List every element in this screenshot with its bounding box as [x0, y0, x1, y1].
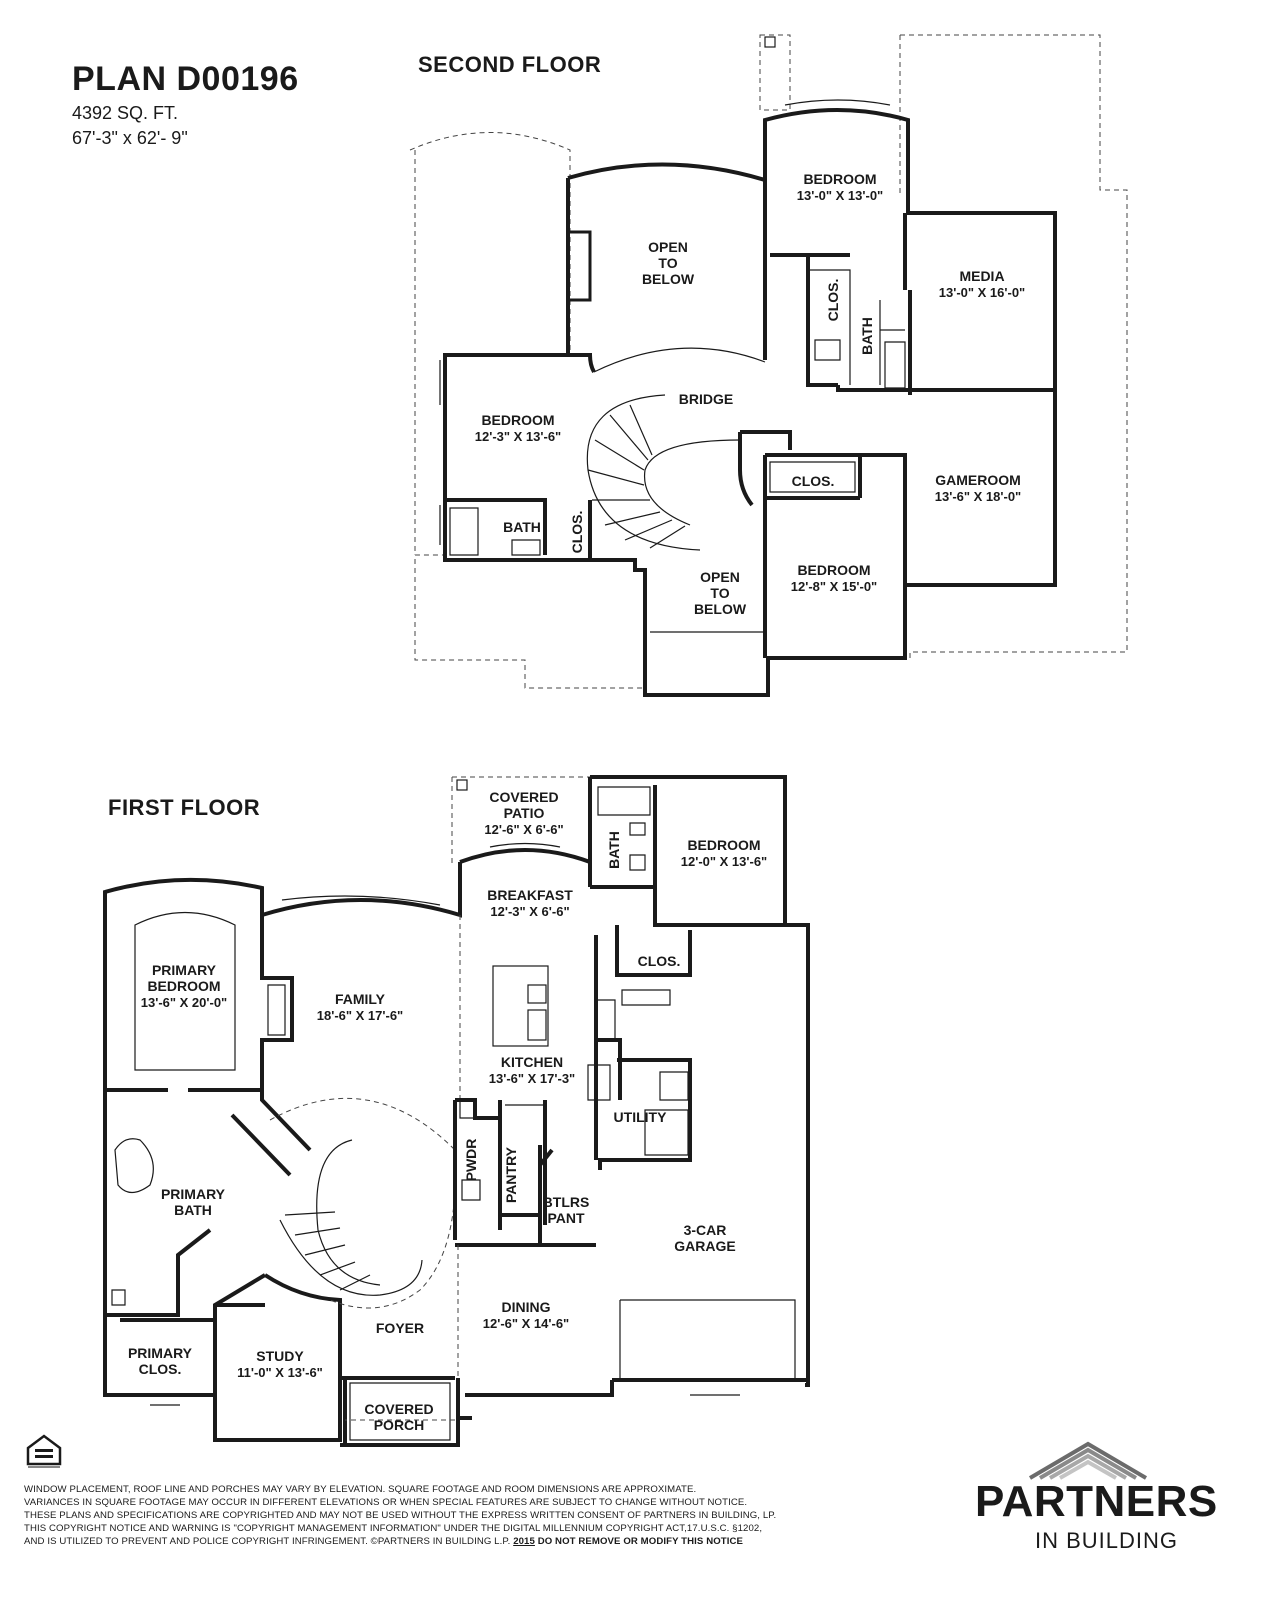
room-label: PATIO	[504, 805, 545, 821]
room-label: TO	[710, 585, 729, 601]
room-label: BATH	[174, 1202, 212, 1218]
room-dimension: 13'-6" X 17'-3"	[489, 1071, 575, 1086]
room-label: GAMEROOM	[935, 472, 1021, 488]
second-floor-label: SECOND FLOOR	[418, 52, 602, 77]
room-label: PANT	[547, 1210, 585, 1226]
room-dimension: 13'-0" X 13'-0"	[797, 188, 883, 203]
room-label: BRIDGE	[679, 391, 733, 407]
room-dimension: 18'-6" X 17'-6"	[317, 1008, 403, 1023]
room-dimension: 12'-8" X 15'-0"	[791, 579, 877, 594]
room-label: KITCHEN	[501, 1054, 563, 1070]
notice-warning: DO NOT REMOVE OR MODIFY THIS NOTICE	[537, 1536, 744, 1547]
logo-subtitle: IN BUILDING	[1035, 1528, 1179, 1553]
room-dimension: 12'-3" X 13'-6"	[475, 429, 561, 444]
room-label: PRIMARY	[152, 962, 217, 978]
room-label: BEDROOM	[481, 412, 554, 428]
room-label: CLOS.	[139, 1361, 182, 1377]
room-label: CLOS.	[638, 953, 681, 969]
room-label: OPEN	[648, 239, 688, 255]
room-label: UTILITY	[614, 1109, 668, 1125]
room-label: FOYER	[376, 1320, 424, 1336]
copyright-disclaimer: WINDOW PLACEMENT, ROOF LINE AND PORCHES …	[24, 1483, 984, 1548]
room-label: BTLRS	[543, 1194, 590, 1210]
room-label: PANTRY	[503, 1146, 519, 1203]
partners-in-building-logo	[970, 1440, 1260, 1590]
first-floor-room-labels: COVERED PATIO 12'-6" X 6'-6" BATH BEDROO…	[128, 789, 767, 1433]
disclaimer-line: WINDOW PLACEMENT, ROOF LINE AND PORCHES …	[24, 1484, 697, 1495]
room-label: BEDROOM	[687, 837, 760, 853]
room-label: CLOS.	[792, 473, 835, 489]
plan-dimensions: 67'-3" x 62'- 9"	[72, 128, 188, 148]
second-floor-room-labels: BEDROOM 13'-0" X 13'-0" OPEN TO BELOW ME…	[475, 171, 1025, 617]
equal-housing-opportunity-icon	[24, 1432, 64, 1472]
room-dimension: 13'-6" X 18'-0"	[935, 489, 1021, 504]
room-label: TO	[658, 255, 677, 271]
room-label: CLOS.	[825, 279, 841, 322]
roof-chevron-icon	[1028, 1441, 1148, 1480]
room-label: BEDROOM	[803, 171, 876, 187]
logo-wordmark: PARTNERS	[975, 1477, 1218, 1526]
room-label: PORCH	[374, 1417, 425, 1433]
copyright-year: 2015	[513, 1536, 535, 1547]
room-dimension: 12'-6" X 6'-6"	[484, 822, 563, 837]
room-label: PRIMARY	[128, 1345, 193, 1361]
disclaimer-text: AND IS UTILIZED TO PREVENT AND POLICE CO…	[24, 1536, 511, 1547]
room-label: BELOW	[642, 271, 695, 287]
room-label: STUDY	[256, 1348, 304, 1364]
room-dimension: 12'-0" X 13'-6"	[681, 854, 767, 869]
room-label: MEDIA	[959, 268, 1004, 284]
second-floor-plan	[409, 34, 1128, 697]
first-floor-plan	[103, 775, 810, 1447]
room-label: COVERED	[364, 1401, 433, 1417]
room-label: BATH	[859, 317, 875, 355]
room-dimension: 13'-6" X 20'-0"	[141, 995, 227, 1010]
room-label: BEDROOM	[147, 978, 220, 994]
plan-square-footage: 4392 SQ. FT.	[72, 103, 179, 123]
room-label: BATH	[606, 831, 622, 869]
disclaimer-line: AND IS UTILIZED TO PREVENT AND POLICE CO…	[24, 1535, 984, 1548]
room-dimension: 12'-6" X 14'-6"	[483, 1316, 569, 1331]
room-label: COVERED	[489, 789, 558, 805]
room-label: FAMILY	[335, 991, 386, 1007]
room-label: CLOS.	[569, 511, 585, 554]
room-dimension: 11'-0" X 13'-6"	[237, 1365, 323, 1380]
room-dimension: 12'-3" X 6'-6"	[490, 904, 569, 919]
disclaimer-line: VARIANCES IN SQUARE FOOTAGE MAY OCCUR IN…	[24, 1497, 748, 1508]
room-label: OPEN	[700, 569, 740, 585]
room-label: PRIMARY	[161, 1186, 226, 1202]
room-label: BELOW	[694, 601, 747, 617]
disclaimer-line: THESE PLANS AND SPECIFICATIONS ARE COPYR…	[24, 1510, 777, 1521]
disclaimer-line: THIS COPYRIGHT NOTICE AND WARNING IS "CO…	[24, 1523, 763, 1534]
room-label: PWDR	[463, 1139, 479, 1182]
room-label: BREAKFAST	[487, 887, 573, 903]
room-label: 3-CAR	[684, 1222, 727, 1238]
room-label: BATH	[503, 519, 541, 535]
room-label: BEDROOM	[797, 562, 870, 578]
first-floor-label: FIRST FLOOR	[108, 795, 261, 820]
room-label: GARAGE	[674, 1238, 735, 1254]
plan-title: PLAN D00196	[72, 60, 299, 98]
room-dimension: 13'-0" X 16'-0"	[939, 285, 1025, 300]
room-label: DINING	[502, 1299, 551, 1315]
